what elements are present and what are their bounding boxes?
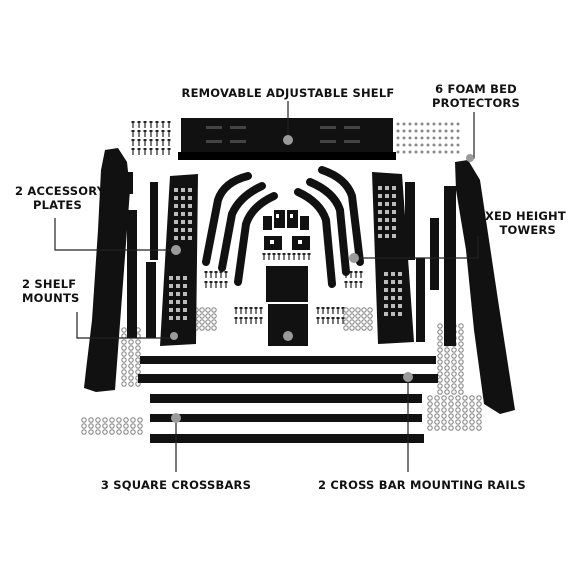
callout-markers [170, 135, 474, 423]
label-foam-bed-protectors: 6 FOAM BED PROTECTORS [420, 82, 532, 110]
accessory-plate-left [160, 174, 198, 346]
label-text: 2 SHELF [22, 277, 77, 291]
shelf-mounts [127, 182, 439, 342]
label-text: MOUNTS [22, 291, 80, 305]
label-removable-adjustable-shelf: REMOVABLE ADJUSTABLE SHELF [170, 86, 406, 100]
label-fixed-height-towers: 6 FIXED HEIGHT TOWERS [460, 209, 566, 237]
label-text: 2 CROSS BAR MOUNTING RAILS [318, 478, 526, 492]
right-mounting-rail [444, 160, 515, 414]
label-text: 2 ACCESSORY [15, 184, 106, 198]
fixed-height-towers [202, 166, 364, 288]
left-mounting-rail [84, 148, 133, 392]
label-text: 6 FOAM BED [435, 82, 517, 96]
label-cross-bar-mounting-rails: 2 CROSS BAR MOUNTING RAILS [318, 478, 526, 492]
label-text: 3 SQUARE CROSSBARS [100, 478, 252, 492]
label-text: PLATES [33, 198, 82, 212]
label-text: 6 FIXED HEIGHT [460, 209, 566, 223]
label-accessory-plates: 2 ACCESSORY PLATES [15, 184, 105, 212]
label-text: REMOVABLE ADJUSTABLE SHELF [181, 86, 395, 100]
label-text: TOWERS [499, 223, 556, 237]
label-shelf-mounts: 2 SHELF MOUNTS [22, 277, 80, 305]
crossbars-and-rails [138, 356, 438, 443]
label-square-crossbars: 3 SQUARE CROSSBARS [90, 478, 262, 492]
center-brackets [263, 210, 310, 346]
label-text: PROTECTORS [432, 96, 520, 110]
